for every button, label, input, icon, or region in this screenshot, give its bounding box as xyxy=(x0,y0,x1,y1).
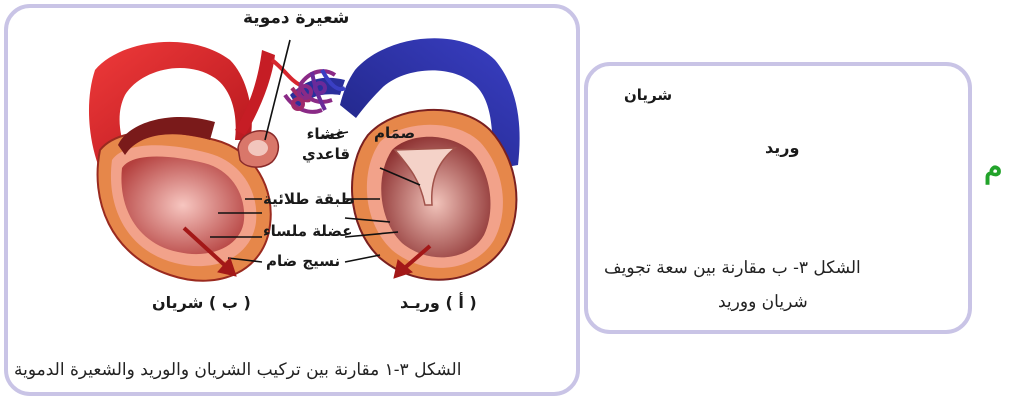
valve-label: صمَام xyxy=(374,124,415,142)
vein-title: ( أ ) وريـد xyxy=(400,293,477,312)
figure-a-caption: الشكل ٣-١ مقارنة بين تركيب الشريان والور… xyxy=(14,360,461,380)
artery-label: شريان xyxy=(624,86,672,104)
capillary-label: شعيرة دموية xyxy=(243,8,349,28)
capillary-section xyxy=(238,131,278,167)
vein-label: وريد xyxy=(765,138,799,157)
artery-title: ( ب ) شريان xyxy=(152,293,251,312)
figure-b-caption-line1: الشكل ٣- ب مقارنة بين سعة تجويف xyxy=(604,258,861,278)
smooth-muscle-label: عضلة ملساء xyxy=(263,222,352,240)
connective-tissue-label: نسيج ضام xyxy=(266,252,340,270)
basement-membrane-label: غشاء قاعدي xyxy=(302,124,350,164)
epithelial-layer-label: طبقة طلائية xyxy=(263,190,355,208)
figure-b-caption-line2: شريان ووريد xyxy=(718,292,808,312)
side-mark: م xyxy=(984,150,1003,185)
